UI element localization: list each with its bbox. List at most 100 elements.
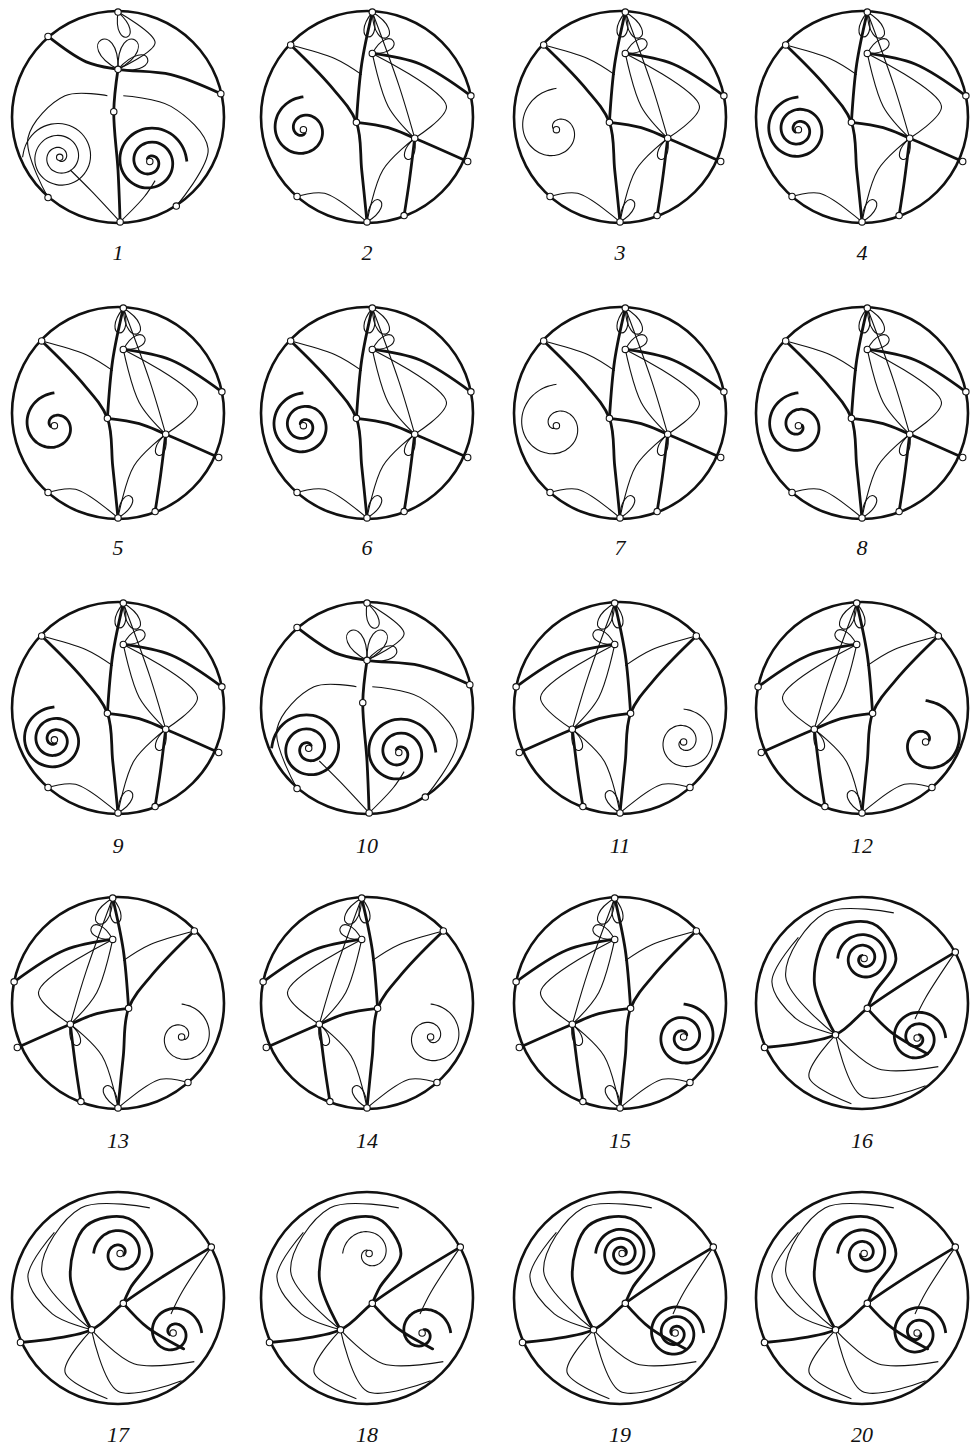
equilibrium-point xyxy=(617,1105,623,1111)
equilibrium-point xyxy=(617,810,623,816)
disk-boundary xyxy=(261,1192,473,1404)
equilibrium-point xyxy=(963,93,969,99)
trajectory xyxy=(625,931,696,961)
trajectory xyxy=(572,729,620,813)
trajectory xyxy=(118,12,155,69)
trajectory xyxy=(862,434,910,518)
trajectory xyxy=(28,1232,92,1330)
equilibrium-point xyxy=(617,219,623,225)
spiral xyxy=(274,393,326,452)
disk-boundary xyxy=(12,897,224,1109)
disk-boundary xyxy=(12,602,224,814)
equilibrium-point xyxy=(412,135,418,141)
separatrix xyxy=(319,1024,330,1101)
phase-portrait xyxy=(260,895,473,1111)
trajectory xyxy=(572,1024,620,1108)
separatrix xyxy=(786,45,862,222)
separatrix xyxy=(764,1247,955,1342)
spiral xyxy=(663,709,712,767)
figure-number: 16 xyxy=(832,1128,892,1154)
phase-portrait xyxy=(261,9,474,225)
phase-portrait xyxy=(12,9,224,225)
equilibrium-point xyxy=(612,936,618,942)
separatrix xyxy=(362,898,378,1008)
petal-loop xyxy=(123,335,145,350)
petal-loop xyxy=(867,39,889,54)
equilibrium-point xyxy=(115,9,121,15)
spiral xyxy=(25,707,79,767)
phase-portrait xyxy=(12,305,225,521)
phase-portrait xyxy=(756,1192,968,1404)
separatrix xyxy=(70,1024,81,1101)
equilibrium-point xyxy=(364,219,370,225)
spiral xyxy=(152,1308,201,1350)
equilibrium-point xyxy=(864,1300,870,1306)
trajectory xyxy=(809,1330,852,1399)
equilibrium-point xyxy=(260,979,266,985)
petal-loop xyxy=(118,39,138,69)
spiral xyxy=(404,1309,451,1346)
trajectory xyxy=(319,1024,367,1108)
equilibrium-point xyxy=(78,1098,84,1104)
equilibrium-point xyxy=(859,515,865,521)
separatrix xyxy=(857,603,873,713)
equilibrium-point xyxy=(369,50,375,56)
separatrix xyxy=(363,660,369,813)
equilibrium-point xyxy=(219,684,225,690)
equilibrium-point xyxy=(440,928,446,934)
trajectory xyxy=(372,308,414,434)
figure-number: 13 xyxy=(88,1128,148,1154)
phase-portrait xyxy=(11,895,224,1111)
figure-number: 19 xyxy=(590,1422,650,1448)
spiral xyxy=(523,88,575,155)
equilibrium-point xyxy=(516,749,522,755)
equilibrium-point xyxy=(218,90,224,96)
spiral xyxy=(907,701,959,768)
petal-loop xyxy=(593,630,615,645)
equilibrium-point xyxy=(710,1244,716,1250)
disk-boundary xyxy=(514,307,726,519)
equilibrium-point xyxy=(963,389,969,395)
separatrix xyxy=(42,636,118,813)
figure-number: 1 xyxy=(88,240,148,266)
equilibrium-point xyxy=(721,389,727,395)
equilibrium-point xyxy=(152,803,158,809)
separatrix xyxy=(42,341,118,518)
separatrix xyxy=(291,45,367,222)
petal-loop xyxy=(593,925,615,940)
equilibrium-point xyxy=(45,784,51,790)
equilibrium-point xyxy=(422,794,428,800)
equilibrium-point xyxy=(665,431,671,437)
equilibrium-point xyxy=(38,633,44,639)
separatrix xyxy=(657,138,668,215)
equilibrium-point xyxy=(163,726,169,732)
petal-loop xyxy=(366,603,379,628)
equilibrium-point xyxy=(173,203,179,209)
spiral xyxy=(838,935,886,977)
equilibrium-point xyxy=(120,305,126,311)
trajectory xyxy=(809,1035,852,1104)
equilibrium-point xyxy=(364,657,370,663)
spiral xyxy=(522,384,578,453)
equilibrium-point xyxy=(88,1327,94,1333)
disk-boundary xyxy=(756,1192,968,1404)
equilibrium-point xyxy=(782,42,788,48)
equilibrium-point xyxy=(553,423,559,429)
equilibrium-point xyxy=(960,454,966,460)
disk-boundary xyxy=(261,307,473,519)
separatrix xyxy=(851,308,867,418)
equilibrium-point xyxy=(789,193,795,199)
trajectory xyxy=(530,1232,594,1330)
equilibrium-point xyxy=(51,737,57,743)
equilibrium-point xyxy=(327,1098,333,1104)
trajectory xyxy=(123,931,194,961)
petal-loop xyxy=(620,496,635,518)
petal-loop xyxy=(352,1086,367,1108)
phase-portrait xyxy=(12,600,225,816)
spiral xyxy=(120,128,187,188)
trajectory xyxy=(814,729,862,813)
equilibrium-point xyxy=(864,1005,870,1011)
equilibrium-point xyxy=(654,212,660,218)
equilibrium-point xyxy=(266,1339,272,1345)
spiral xyxy=(596,1229,644,1273)
